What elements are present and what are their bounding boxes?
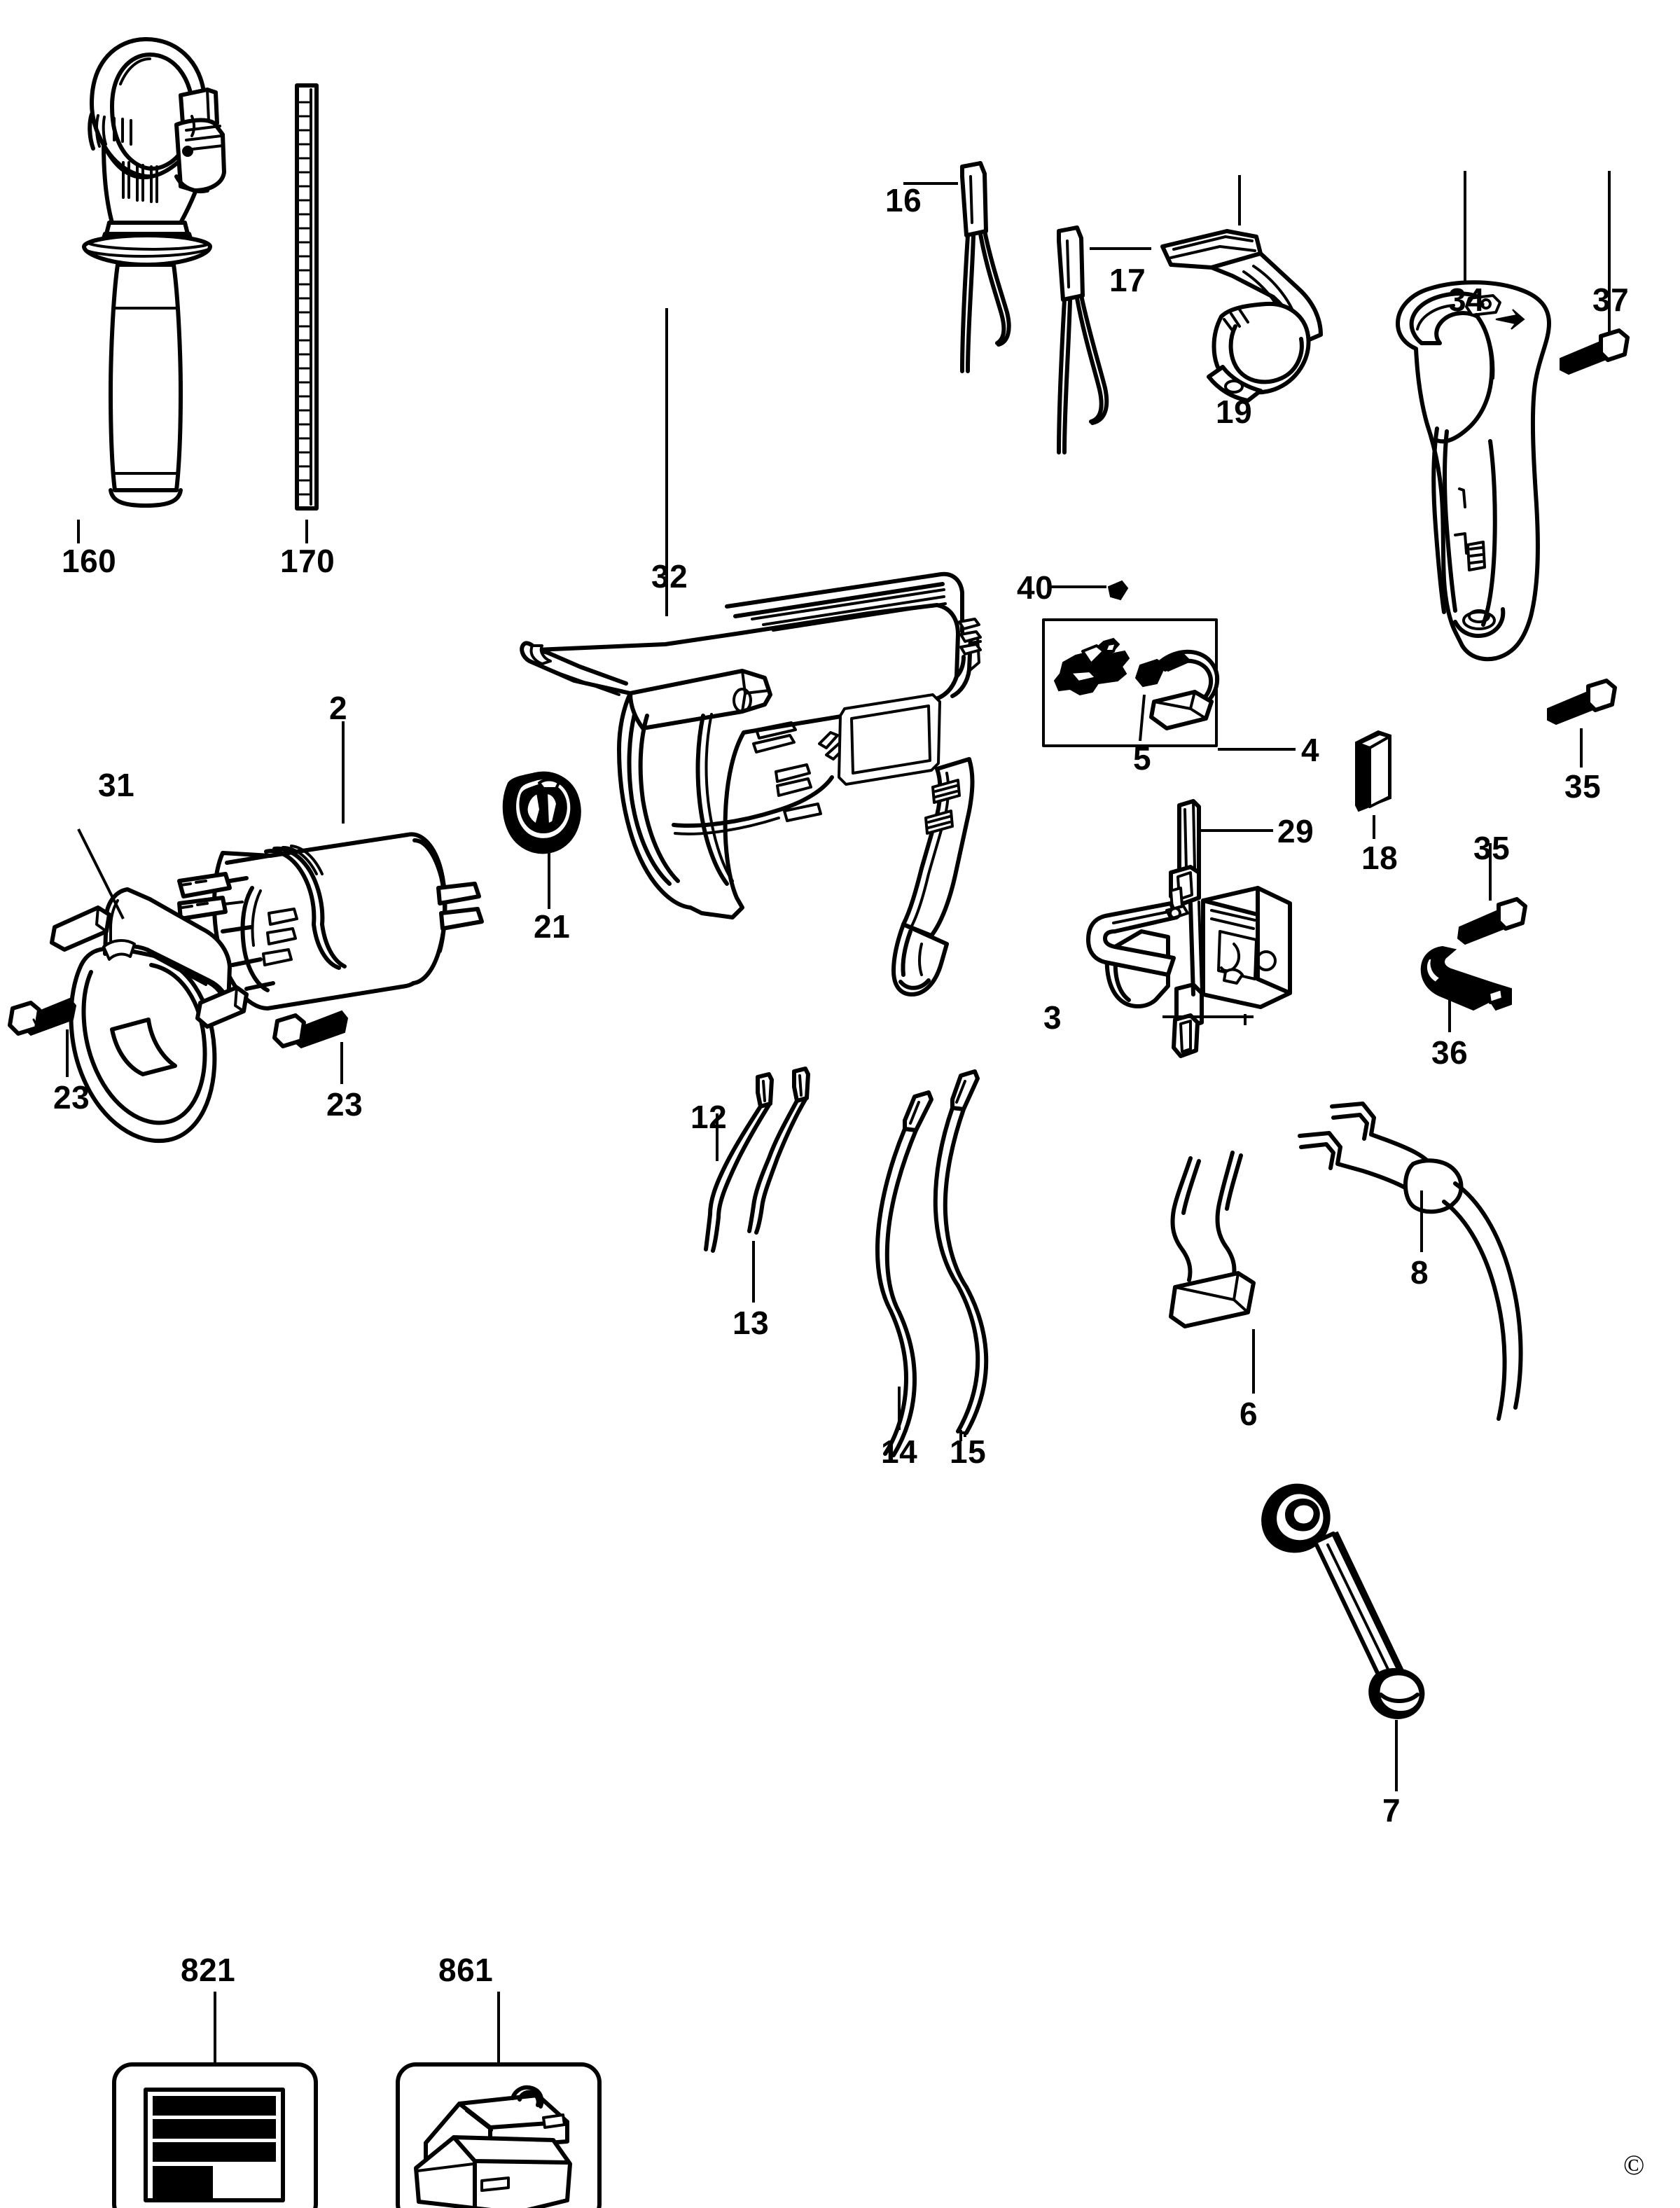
- part-label-18: 18: [1361, 840, 1398, 876]
- part-17-lead-wire: [1057, 225, 1151, 454]
- part-21-bearing-seal: [502, 771, 581, 909]
- part-29-switch-slider: [1169, 799, 1273, 910]
- part-label-3: 3: [1043, 999, 1062, 1036]
- copyright-mark: ©: [1623, 2149, 1645, 2181]
- part-23-screw-left: [8, 997, 77, 1077]
- part-label-36: 36: [1431, 1034, 1469, 1071]
- part-13-lead-wire: [747, 1067, 810, 1303]
- part-14-lead-wire: [875, 1090, 933, 1457]
- part-label-821: 821: [181, 1952, 236, 1988]
- part-12-lead-wire: [704, 1072, 774, 1253]
- part-16-lead-wire: [903, 161, 1011, 373]
- part-label-160: 160: [62, 543, 117, 579]
- part-7-handle-bar: [1261, 1483, 1425, 1791]
- part-15-lead-wire: [933, 1069, 989, 1441]
- part-label-21: 21: [534, 908, 571, 945]
- part-label-23-left: 23: [53, 1079, 90, 1116]
- part-19-collar-bracket: [1160, 175, 1323, 403]
- part-label-2: 2: [329, 690, 348, 726]
- part-label-5: 5: [1133, 740, 1152, 777]
- part-label-32: 32: [651, 558, 688, 595]
- part-23-screw-right: [272, 1010, 349, 1084]
- part-label-23-right: 23: [326, 1086, 363, 1123]
- part-label-34: 34: [1448, 282, 1485, 318]
- part-label-17: 17: [1109, 262, 1146, 298]
- part-35-screw-upper: [1547, 679, 1617, 768]
- part-label-4: 4: [1301, 732, 1320, 768]
- part-31-baffle: [50, 828, 249, 1144]
- part-32-motor-housing: [520, 308, 982, 997]
- part-label-19: 19: [1216, 394, 1253, 430]
- part-36-cord-clamp: [1420, 945, 1512, 1032]
- part-40-terminal-pin: [1050, 580, 1129, 601]
- part-label-861: 861: [438, 1952, 494, 1988]
- part-label-8: 8: [1410, 1254, 1429, 1291]
- part-label-40: 40: [1017, 569, 1054, 606]
- part-label-7: 7: [1382, 1792, 1401, 1828]
- part-3-switch-assembly: [1086, 886, 1292, 1058]
- part-5-switch-contact-kit: [1053, 637, 1220, 742]
- part-6-brush-lead: [1169, 1151, 1256, 1394]
- part-label-35-lower: 35: [1473, 830, 1511, 866]
- part-8-power-cord: [1298, 1102, 1523, 1421]
- part-label-15: 15: [950, 1433, 987, 1470]
- part-label-6: 6: [1240, 1396, 1258, 1432]
- part-37-screw: [1560, 171, 1630, 375]
- part-label-14: 14: [881, 1433, 918, 1470]
- part-160-side-handle: [77, 36, 226, 543]
- part-label-16: 16: [885, 182, 922, 218]
- part-2-field-stator: [177, 721, 484, 1011]
- part-34-handle-cover: [1396, 171, 1551, 662]
- part-label-31: 31: [98, 767, 135, 803]
- part-170-depth-rod: [295, 83, 319, 543]
- part-label-12: 12: [690, 1099, 728, 1135]
- part-label-29: 29: [1277, 813, 1314, 849]
- part-label-170: 170: [280, 543, 335, 579]
- part-label-37: 37: [1592, 282, 1630, 318]
- part-18-carbon-brush: [1355, 730, 1391, 839]
- part-861-carrying-case: [396, 1992, 602, 2208]
- part-821-nameplate: [112, 1992, 318, 2208]
- part-label-13: 13: [733, 1305, 770, 1341]
- part-35-screw-lower: [1457, 843, 1527, 945]
- part-label-35-upper: 35: [1564, 768, 1602, 805]
